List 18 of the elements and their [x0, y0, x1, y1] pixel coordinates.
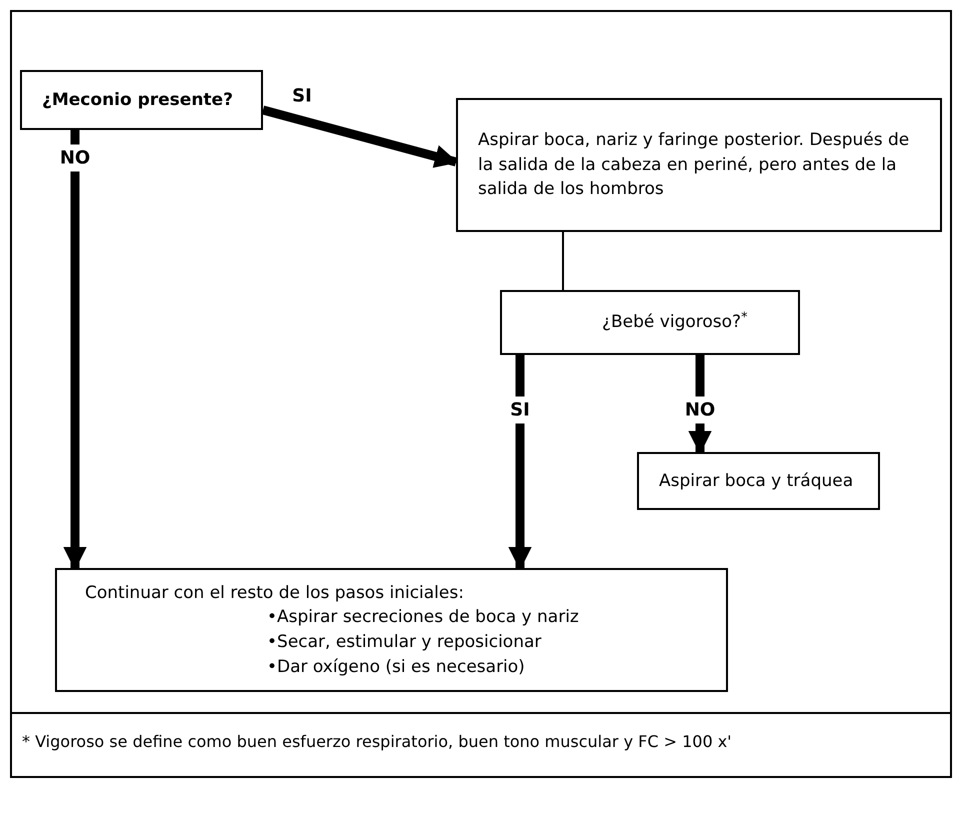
bullet-item: •Secar, estimular y reposicionar [267, 631, 542, 654]
box-text: Aspirar boca, nariz y faringe posterior. Después de la salida de la cabeza en periné, pero antes de la salida de los hombros [478, 129, 910, 202]
bullet-item: •Dar oxígeno (si es necesario) [267, 656, 525, 679]
process-box [55, 568, 728, 692]
process-box [456, 98, 942, 232]
footnote: * Vigoroso se define como buen esfuerzo respiratorio, buen tono muscular y FC > 100 x' [22, 731, 732, 753]
box-text: ¿Bebé vigoroso?$^{*}$ [601, 310, 748, 334]
arrow [508, 355, 532, 570]
arrow [63, 130, 87, 570]
arrow [262, 106, 458, 168]
box-text: Continuar con el resto de los pasos iniciales: [84, 582, 465, 605]
process-box [20, 70, 263, 130]
box-text: Aspirar boca y tráquea [659, 470, 854, 493]
process-box [637, 452, 880, 510]
process-box [500, 290, 800, 355]
box-text: ¿Meconio presente? [42, 88, 234, 112]
connector-line [562, 232, 564, 290]
bullet-item: •Aspirar secreciones de boca y nariz [267, 606, 579, 630]
